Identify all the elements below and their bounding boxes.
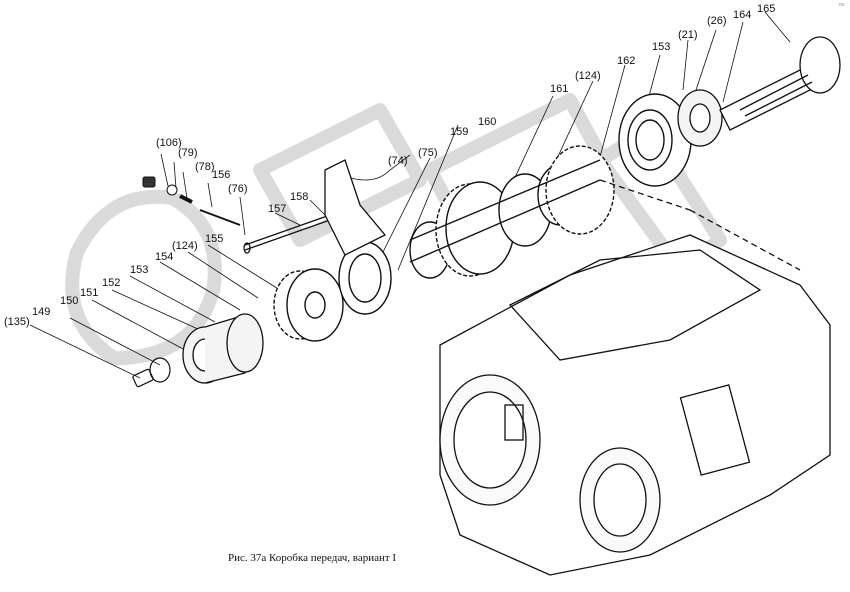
callout-74: (74) — [388, 155, 408, 167]
callout-124-right: (124) — [575, 70, 601, 82]
callout-157: 157 — [268, 203, 287, 215]
callout-79: (79) — [178, 147, 198, 159]
callout-153-left: 153 — [130, 264, 149, 276]
callout-78: (78) — [195, 161, 215, 173]
bearing-cover-153 — [618, 93, 692, 187]
shaft-157 — [243, 214, 331, 254]
sleeve-159 — [338, 241, 392, 315]
figure-caption: Рис. 37а Коробка передач, вариант I — [228, 552, 397, 564]
callout-151: 151 — [80, 287, 99, 299]
callout-149: 149 — [32, 306, 51, 318]
callout-153-right: 153 — [652, 41, 671, 53]
callout-165: 165 — [757, 3, 776, 15]
callout-150: 150 — [60, 295, 79, 307]
callout-21: (21) — [678, 29, 698, 41]
gear-155 — [273, 268, 344, 342]
gear-cluster-160-161 — [409, 145, 615, 279]
callout-154: 154 — [155, 251, 174, 263]
callout-164: 164 — [733, 9, 752, 21]
callout-26: (26) — [707, 15, 727, 27]
fork-158 — [324, 159, 387, 256]
callout-161: 161 — [550, 83, 569, 95]
bearing-151 — [182, 313, 264, 384]
gearbox-housing — [439, 179, 831, 576]
callout-106: (106) — [156, 137, 182, 149]
small-parts-106-79-78 — [142, 176, 241, 226]
callout-135: (135) — [4, 316, 30, 328]
bolt-135 — [132, 357, 171, 388]
callout-152: 152 — [102, 277, 121, 289]
callout-159: 159 — [450, 126, 469, 138]
callout-75: (75) — [418, 147, 438, 159]
callout-160: 160 — [478, 116, 497, 128]
callout-162: 162 — [617, 55, 636, 67]
callout-76: (76) — [228, 183, 248, 195]
pinion-shaft-165 — [719, 36, 841, 131]
callout-155: 155 — [205, 233, 224, 245]
corner-mark: ª³ — [839, 3, 844, 10]
callout-158: 158 — [290, 191, 309, 203]
bearing-164 — [677, 89, 723, 147]
callout-156: 156 — [212, 169, 231, 181]
callout-124-left: (124) — [172, 240, 198, 252]
